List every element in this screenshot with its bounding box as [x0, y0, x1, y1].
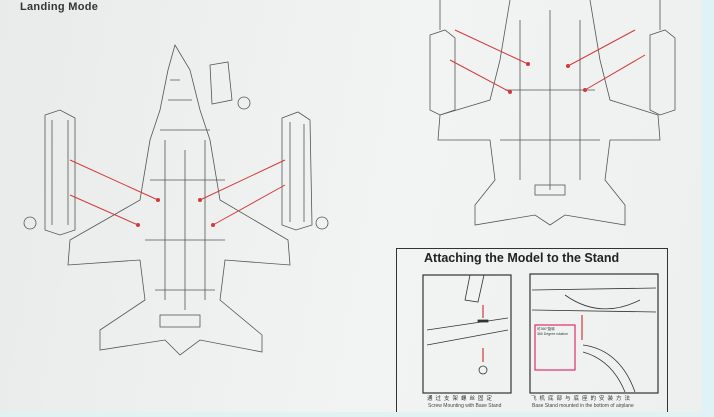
stand-right-panel: [529, 273, 659, 394]
right-caption-cn: 飞机底部与底座的安装方法: [531, 396, 634, 402]
stand-section-box: [396, 248, 668, 414]
aircraft-diagrams: [23, 0, 676, 394]
inset-label-cn: 可360°旋转: [537, 327, 555, 331]
secondary-aircraft-drawing: [429, 0, 676, 226]
left-caption-en: Screw Mounting with Base Stand: [428, 403, 502, 409]
main-aircraft-drawing: [23, 43, 329, 356]
leader-lines: [69, 29, 646, 227]
stand-left-panel: [422, 274, 512, 394]
manual-page: Landing Mode: [0, 0, 702, 414]
page-bottom-edge: [0, 412, 714, 417]
inset-label-en: 360 Degree rotation: [537, 332, 568, 336]
left-caption-cn: 通过支架螺丝固定: [427, 396, 496, 402]
stand-section-title: Attaching the Model to the Stand: [424, 251, 620, 265]
right-caption-en: Base Stand mounted in the bottom of airp…: [532, 403, 634, 409]
page-edge: [702, 0, 714, 417]
landing-mode-title: Landing Mode: [20, 1, 99, 13]
